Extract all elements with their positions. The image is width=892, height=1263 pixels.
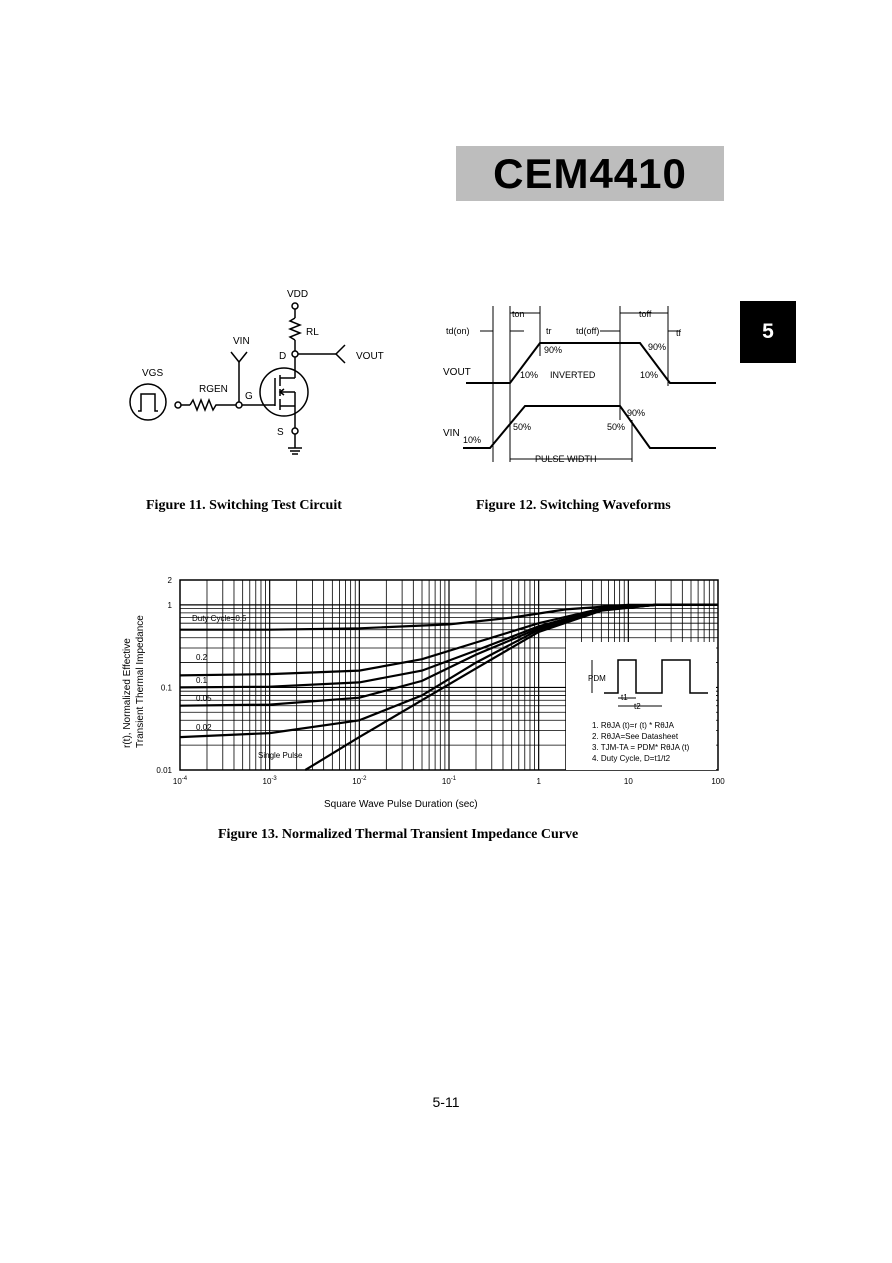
vout-label: VOUT xyxy=(356,351,384,362)
pct-90-vin: 90% xyxy=(627,408,645,418)
figure-11-caption: Figure 11. Switching Test Circuit xyxy=(146,498,342,513)
section-number: 5 xyxy=(762,320,774,343)
page-number: 5-11 xyxy=(432,1094,460,1110)
figure-12-caption: Figure 12. Switching Waveforms xyxy=(476,498,671,513)
x-tick-label: 1 xyxy=(536,777,541,786)
toff-label: toff xyxy=(639,309,652,319)
y-tick-label: 1 xyxy=(168,601,173,610)
pct-90-rise: 90% xyxy=(544,345,562,355)
part-number: CEM4410 xyxy=(493,150,687,197)
series-label-0.02: 0.02 xyxy=(196,723,212,732)
td-off-label: td(off) xyxy=(576,326,599,336)
series-line-3 xyxy=(179,603,718,707)
y-axis-label-1: r(t), Normalized Effective xyxy=(122,638,133,748)
vgs-label: VGS xyxy=(142,368,163,379)
inset-t2-label: t2 xyxy=(634,702,641,711)
series-line-4 xyxy=(179,603,718,739)
note-2: 2. RθJA=See Datasheet xyxy=(592,732,679,741)
vout-wave-label: VOUT xyxy=(443,367,471,378)
vin-label: VIN xyxy=(233,336,250,347)
rgen-label: RGEN xyxy=(199,384,228,395)
y-axis-label-2: Transient Thermal Impedance xyxy=(135,615,146,748)
series-label-0.5: Duty Cycle=0.5 xyxy=(192,614,247,623)
tr-label: tr xyxy=(546,326,552,336)
pct-10-vin: 10% xyxy=(463,435,481,445)
x-axis-label: Square Wave Pulse Duration (sec) xyxy=(324,799,478,810)
source-label: S xyxy=(277,427,284,438)
vdd-label: VDD xyxy=(287,289,308,300)
plot-frame xyxy=(179,579,719,771)
series-line-5 xyxy=(304,603,718,771)
note-4: 4. Duty Cycle, D=t1/t2 xyxy=(592,754,671,763)
note-1: 1. RθJA (t)=r (t) * RθJA xyxy=(592,721,675,730)
x-tick-label: 10-3 xyxy=(263,776,278,786)
x-tick-label: 10-4 xyxy=(173,776,188,786)
pct-10-rise: 10% xyxy=(520,370,538,380)
td-on-label: td(on) xyxy=(446,326,470,336)
pct-50-fall: 50% xyxy=(607,422,625,432)
y-tick-label: 2 xyxy=(168,576,173,585)
series-line-1 xyxy=(179,603,718,677)
x-tick-label: 10-1 xyxy=(442,776,457,786)
vin-wave-label: VIN xyxy=(443,428,460,439)
x-tick-label: 10-2 xyxy=(352,776,367,786)
inset-pdm-label: PDM xyxy=(588,674,606,683)
pulse-width-label: PULSE WIDTH xyxy=(535,454,597,464)
y-tick-label: 0.1 xyxy=(161,683,173,692)
series-line-0 xyxy=(180,603,718,631)
pct-10-fall: 10% xyxy=(640,370,658,380)
series-line-2 xyxy=(179,603,718,689)
note-3: 3. TJM-TA = PDM* RθJA (t) xyxy=(592,743,690,752)
ton-label: ton xyxy=(512,309,525,319)
inset-t1-label: t1 xyxy=(621,693,628,702)
pct-90-fall: 90% xyxy=(648,342,666,352)
y-tick-label: 0.01 xyxy=(156,766,172,775)
series-label-0.1: 0.1 xyxy=(196,676,208,685)
part-number-banner: CEM4410 xyxy=(456,146,724,201)
inverted-label: INVERTED xyxy=(550,370,596,380)
x-tick-label: 10 xyxy=(624,777,633,786)
series-label-single: Single Pulse xyxy=(258,751,303,760)
series-label-0.05: 0.05 xyxy=(196,694,212,703)
tf-label: tf xyxy=(676,328,682,338)
rl-label: RL xyxy=(306,327,319,338)
series-label-0.2: 0.2 xyxy=(196,653,208,662)
gate-label: G xyxy=(245,391,253,402)
pct-50-rise: 50% xyxy=(513,422,531,432)
section-tab: 5 xyxy=(740,301,796,363)
drain-label: D xyxy=(279,351,286,362)
figure-13-caption: Figure 13. Normalized Thermal Transient … xyxy=(218,827,579,842)
x-tick-label: 100 xyxy=(711,777,725,786)
